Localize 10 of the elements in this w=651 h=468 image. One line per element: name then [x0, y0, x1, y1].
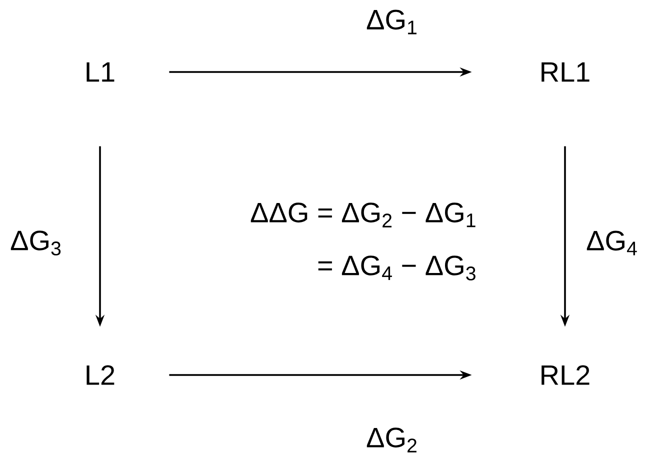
state-label: RL2: [542, 365, 590, 385]
equation: ΔΔG = ΔG$_{2}$ − ΔG$_{1}$: [250, 202, 476, 228]
equation: = ΔG$_{4}$ − ΔG$_{3}$: [318, 256, 476, 280]
state-label: L1: [86, 62, 114, 82]
state-label: L2: [86, 365, 114, 385]
edge-label: ΔG$_{4}$: [585, 230, 639, 256]
state-label: RL1: [542, 62, 590, 82]
edge-label: ΔG$_{3}$: [9, 230, 63, 256]
edge-label: ΔG$_{2}$: [365, 426, 419, 454]
edge-label: ΔG$_{1}$: [365, 8, 419, 36]
